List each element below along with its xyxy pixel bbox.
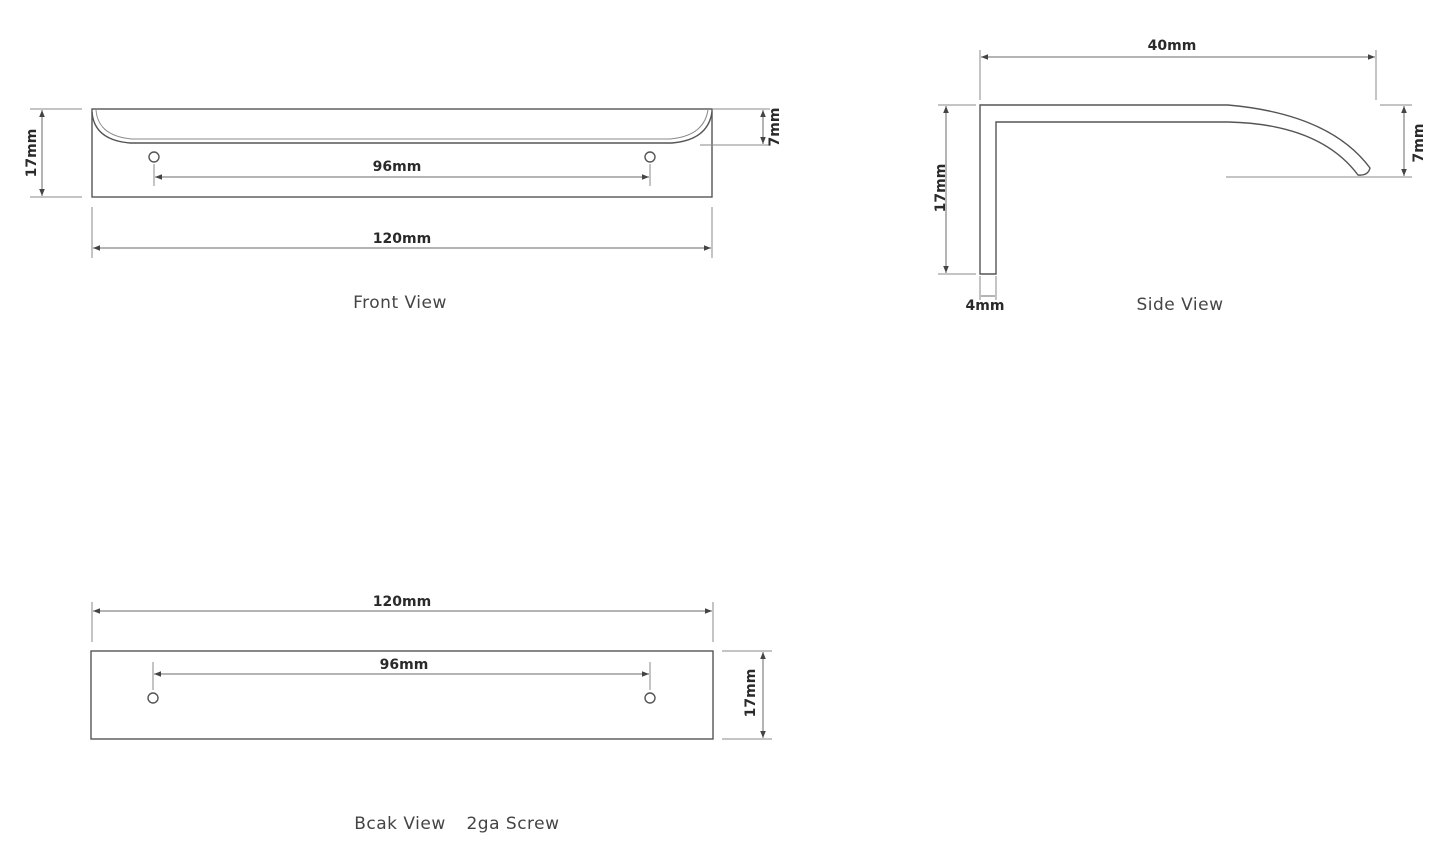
- back-length-label: 120mm: [373, 594, 431, 610]
- front-spacing-label: 96mm: [373, 159, 422, 175]
- front-length-label: 120mm: [373, 231, 431, 247]
- front-view-hole-right: [644, 151, 656, 163]
- back-view-hole-right: [644, 692, 656, 704]
- back-view: 120mm 96mm 17mm Bcak View 2ga Screw: [90, 594, 772, 834]
- back-view-caption: Bcak View: [354, 814, 446, 834]
- front-view-hole-left: [148, 151, 160, 163]
- front-height-label: 17mm: [24, 129, 40, 178]
- back-view-outline: [90, 650, 714, 740]
- front-view: 17mm 7mm 96mm 120mm Front View: [24, 108, 783, 313]
- back-height-label: 17mm: [743, 669, 759, 718]
- front-lip-label: 7mm: [767, 108, 783, 147]
- back-view-hole-left: [147, 692, 159, 704]
- side-thickness-label: 4mm: [966, 298, 1005, 314]
- side-height-label: 17mm: [933, 164, 949, 213]
- side-tip-label: 7mm: [1411, 124, 1427, 163]
- side-view-profile: [979, 104, 1371, 275]
- front-view-caption: Front View: [353, 293, 447, 313]
- back-spacing-label: 96mm: [380, 657, 429, 673]
- side-view: 40mm 17mm 7mm 4mm Side View: [933, 38, 1427, 315]
- front-view-lip-curve: [91, 111, 713, 144]
- front-view-outline: [91, 108, 713, 198]
- side-view-caption: Side View: [1136, 295, 1223, 315]
- front-view-lip-edge: [95, 109, 709, 140]
- screw-note: 2ga Screw: [466, 814, 559, 834]
- side-depth-label: 40mm: [1148, 38, 1197, 54]
